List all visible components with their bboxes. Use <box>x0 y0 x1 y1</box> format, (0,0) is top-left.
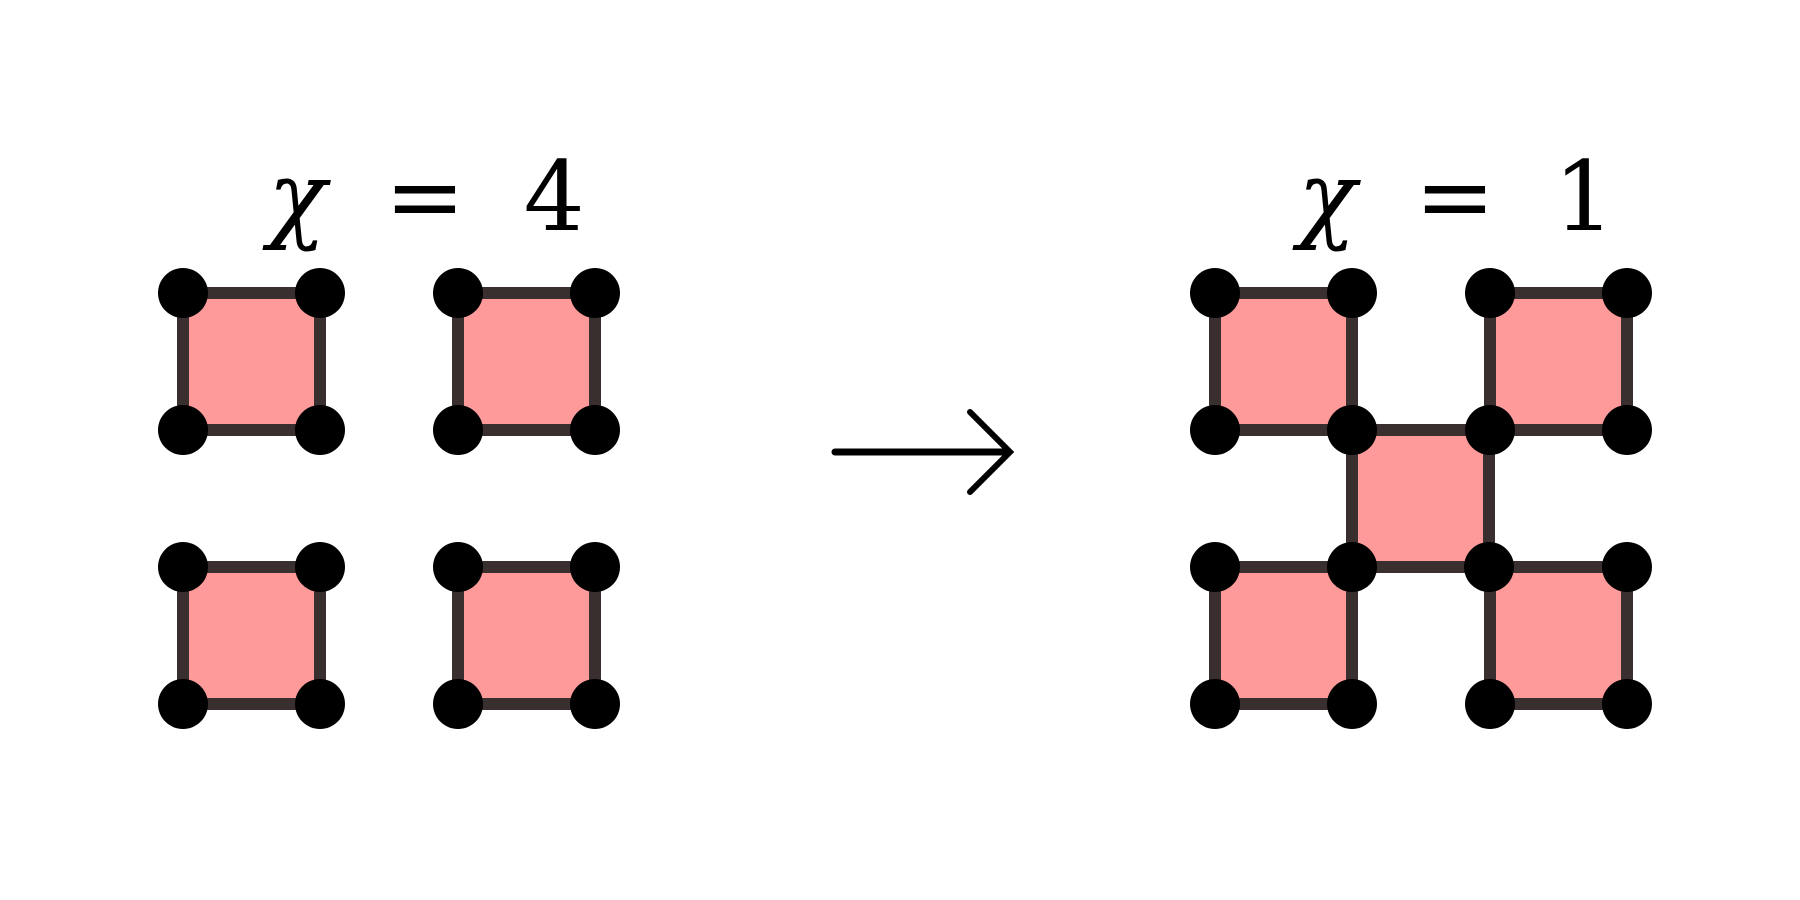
square-face-1 <box>177 287 326 436</box>
vertex-dot <box>1190 679 1240 729</box>
vertex-dot <box>1327 405 1377 455</box>
vertex-dot <box>1327 268 1377 318</box>
vertex-dot <box>433 679 483 729</box>
right-chi-symbol: χ <box>1292 141 1361 253</box>
vertex-dot <box>1327 679 1377 729</box>
vertex-dot <box>1190 268 1240 318</box>
vertex-dot <box>1464 542 1514 592</box>
vertex-dot <box>295 405 345 455</box>
right-equals-sign: = <box>1415 141 1495 253</box>
right-arrow-icon <box>831 409 1015 495</box>
vertex-dot <box>570 268 620 318</box>
square-face-3 <box>1346 424 1495 573</box>
left-chi-symbol: χ <box>262 141 331 253</box>
vertex-dot <box>295 268 345 318</box>
vertex-dot <box>1190 405 1240 455</box>
vertex-dot <box>570 679 620 729</box>
vertex-dot <box>1602 542 1652 592</box>
right-chi-label: χ = 1 <box>1292 141 1615 253</box>
vertex-dot <box>570 542 620 592</box>
left-equals-sign: = <box>385 141 465 253</box>
right-chi-value: 1 <box>1554 141 1615 253</box>
square-face-4 <box>452 561 601 710</box>
square-face-5 <box>1484 561 1633 710</box>
vertex-dot <box>158 542 208 592</box>
vertex-dot <box>433 268 483 318</box>
square-face-1 <box>1209 287 1358 436</box>
vertex-dot <box>1327 542 1377 592</box>
vertex-dot <box>570 405 620 455</box>
square-face-2 <box>1484 287 1633 436</box>
square-face-4 <box>1209 561 1358 710</box>
vertex-dot <box>295 542 345 592</box>
vertex-dot <box>158 268 208 318</box>
square-face-2 <box>452 287 601 436</box>
vertex-dot <box>1602 405 1652 455</box>
left-complex-disconnected-squares <box>158 268 620 729</box>
vertex-dot <box>1465 405 1515 455</box>
vertex-dot <box>158 405 208 455</box>
vertex-dot <box>1602 679 1652 729</box>
left-chi-label: χ = 4 <box>262 141 585 253</box>
vertex-dot <box>433 405 483 455</box>
right-complex-connected-squares <box>1190 268 1652 729</box>
vertex-dot <box>158 679 208 729</box>
vertex-dot <box>1465 268 1515 318</box>
square-face-3 <box>177 561 326 710</box>
vertex-dot <box>1465 679 1515 729</box>
vertex-dot <box>1190 542 1240 592</box>
vertex-dot <box>433 542 483 592</box>
vertex-dot <box>295 679 345 729</box>
vertex-dot <box>1602 268 1652 318</box>
left-chi-value: 4 <box>524 141 585 253</box>
